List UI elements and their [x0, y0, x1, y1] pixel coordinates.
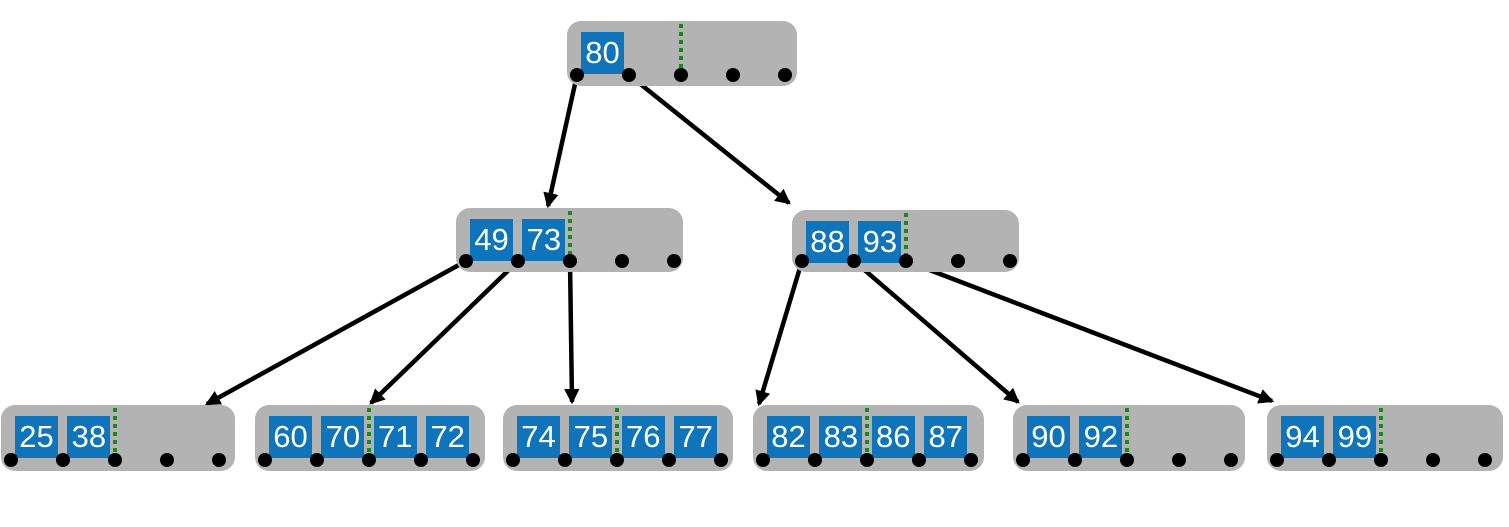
- pointer-dot: [108, 453, 122, 467]
- min-keys-divider: [367, 408, 371, 457]
- key-cell: 87: [924, 416, 968, 458]
- key-cell: 75: [569, 416, 613, 458]
- key-cell: 86: [871, 416, 915, 458]
- pointer-dot: [570, 68, 584, 82]
- pointer-dot: [1016, 453, 1030, 467]
- key-cell: 25: [15, 416, 58, 458]
- pointer-dot: [808, 453, 822, 467]
- pointer-dot: [563, 254, 577, 268]
- pointer-dot: [674, 68, 688, 82]
- pointer-dot: [912, 453, 926, 467]
- pointer-dot: [622, 68, 636, 82]
- pointer-dot: [714, 453, 728, 467]
- pointer-dot: [212, 453, 226, 467]
- key-cell: 77: [674, 416, 718, 458]
- min-keys-divider: [568, 211, 572, 258]
- pointer-dot: [511, 254, 525, 268]
- key-cell: 70: [321, 416, 365, 458]
- pointer-dot: [1172, 453, 1186, 467]
- key-cell: 88: [806, 221, 849, 263]
- min-keys-divider: [113, 408, 117, 457]
- pointer-dot: [558, 453, 572, 467]
- pointer-dot: [466, 453, 480, 467]
- min-keys-divider: [679, 24, 683, 72]
- key-cell: 76: [621, 416, 665, 458]
- pointer-dot: [160, 453, 174, 467]
- min-keys-divider: [904, 213, 908, 258]
- key-cell: 38: [67, 416, 111, 458]
- key-cell: 93: [858, 221, 902, 263]
- pointer-dot: [1322, 453, 1336, 467]
- min-keys-divider: [1379, 408, 1383, 457]
- pointer-dot: [964, 453, 978, 467]
- key-cell: 94: [1281, 416, 1324, 458]
- key-cell: 90: [1027, 416, 1070, 458]
- pointer-dot: [1120, 453, 1134, 467]
- pointer-dot: [414, 453, 428, 467]
- key-cell: 74: [517, 416, 560, 458]
- pointer-dot: [1068, 453, 1082, 467]
- pointer-dot: [795, 254, 809, 268]
- pointer-dot: [1374, 453, 1388, 467]
- key-cell: 99: [1333, 416, 1377, 458]
- key-cell: 49: [470, 219, 513, 261]
- pointer-dot: [778, 68, 792, 82]
- min-keys-divider: [865, 408, 869, 457]
- pointer-dot: [756, 453, 770, 467]
- pointer-dot: [667, 254, 681, 268]
- pointer-dot: [1270, 453, 1284, 467]
- pointer-dot: [610, 453, 624, 467]
- key-cell: 60: [269, 416, 312, 458]
- key-cell: 73: [522, 219, 566, 261]
- pointer-dot: [860, 453, 874, 467]
- pointer-dot: [258, 453, 272, 467]
- min-keys-divider: [1125, 408, 1129, 457]
- key-cell: 80: [581, 32, 624, 74]
- key-cell: 92: [1079, 416, 1123, 458]
- min-keys-divider: [615, 408, 619, 457]
- pointer-dot: [56, 453, 70, 467]
- pointer-dot: [1478, 453, 1492, 467]
- pointer-dot: [615, 254, 629, 268]
- pointer-dot: [899, 254, 913, 268]
- pointer-dot: [310, 453, 324, 467]
- pointer-dot: [506, 453, 520, 467]
- pointer-dot: [459, 254, 473, 268]
- pointer-dot: [1426, 453, 1440, 467]
- pointer-dot: [726, 68, 740, 82]
- key-cell: 82: [767, 416, 810, 458]
- pointer-dot: [1003, 254, 1017, 268]
- pointer-dot: [847, 254, 861, 268]
- key-cell: 72: [426, 416, 470, 458]
- pointer-dot: [951, 254, 965, 268]
- key-cell: 71: [373, 416, 417, 458]
- pointer-dot: [662, 453, 676, 467]
- key-cell: 83: [819, 416, 863, 458]
- pointer-dot: [1224, 453, 1238, 467]
- pointer-dot: [362, 453, 376, 467]
- pointer-dot: [4, 453, 18, 467]
- node-root-80: 80: [567, 21, 797, 86]
